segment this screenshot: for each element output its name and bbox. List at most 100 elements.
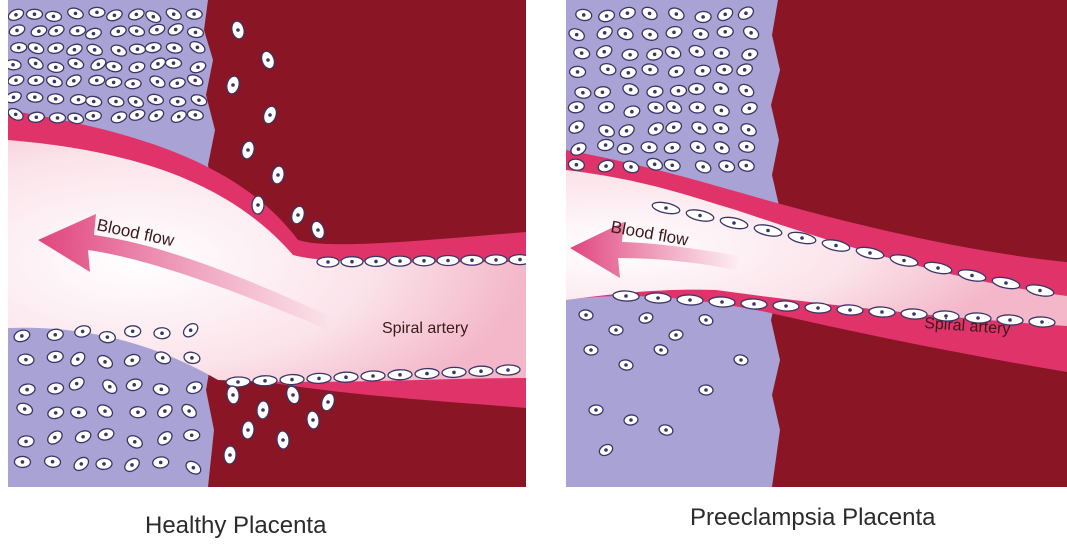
invading-trophoblast-cell-nucleus: [266, 58, 270, 62]
trophoblast-cell-nucleus: [675, 12, 679, 16]
trophoblast-cell-nucleus: [744, 89, 748, 93]
trophoblast-cell-nucleus: [699, 32, 703, 36]
trophoblast-cell-nucleus: [81, 435, 85, 439]
endothelial-cell-nucleus: [290, 378, 294, 382]
trophoblast-cell-nucleus: [136, 47, 140, 51]
trophoblast-cell-nucleus: [160, 331, 164, 335]
trophoblast-cell-nucleus: [648, 33, 652, 37]
trophoblast-cell-nucleus: [630, 110, 634, 114]
trophoblast-cell-nucleus: [187, 409, 191, 413]
trophoblast-cell-nucleus: [653, 53, 657, 57]
trophoblast-cell-nucleus: [104, 433, 108, 437]
trophoblast-cell-nucleus: [117, 49, 121, 53]
trophoblast-cell-nucleus: [172, 61, 176, 65]
trophoblast-cell-nucleus: [603, 31, 607, 35]
trophoblast-cell-nucleus: [25, 388, 29, 392]
endothelial-cell-nucleus: [732, 221, 736, 225]
trophoblast-cell-nucleus: [33, 95, 37, 99]
trophoblast-cell-nucleus: [163, 409, 167, 413]
trophoblast-cell-nucleus: [575, 105, 579, 109]
trophoblast-cell-nucleus: [52, 15, 56, 19]
trophoblast-cell-nucleus: [23, 407, 27, 411]
trophoblast-cell-nucleus: [747, 128, 751, 132]
trophoblast-cell-nucleus: [72, 79, 76, 83]
endothelial-cell-nucleus: [506, 368, 510, 372]
trophoblast-cell-nucleus: [172, 46, 176, 50]
trophoblast-cell-nucleus: [56, 116, 60, 120]
trophoblast-cell-nucleus: [81, 330, 85, 334]
trophoblast-cell-nucleus: [653, 162, 657, 166]
trophoblast-cell-nucleus: [604, 448, 608, 452]
trophoblast-cell-nucleus: [112, 81, 116, 85]
trophoblast-cell-nucleus: [53, 333, 57, 337]
trophoblast-cell-nucleus: [151, 46, 155, 50]
trophoblast-cell-nucleus: [723, 68, 727, 72]
trophoblast-cell-nucleus: [720, 146, 724, 150]
trophoblast-cell-nucleus: [672, 105, 676, 109]
invading-trophoblast-cell-nucleus: [291, 393, 295, 397]
endothelial-cell-nucleus: [494, 258, 498, 262]
trophoblast-cell-nucleus: [582, 13, 586, 17]
invading-trophoblast-cell-nucleus: [268, 113, 272, 117]
trophoblast-cell-nucleus: [670, 146, 674, 150]
trophoblast-cell-nucleus: [739, 358, 743, 362]
endothelial-cell-nucleus: [800, 236, 804, 240]
trophoblast-cell-nucleus: [154, 98, 158, 102]
endothelial-cell-nucleus: [720, 300, 724, 304]
trophoblast-cell-nucleus: [177, 115, 181, 119]
trophoblast-cell-nucleus: [695, 50, 699, 54]
endothelial-cell-nucleus: [326, 260, 330, 264]
invading-trophoblast-cell-nucleus: [231, 83, 235, 87]
trophoblast-cell-nucleus: [92, 100, 96, 104]
trophoblast-cell-nucleus: [605, 129, 609, 133]
trophoblast-cell-nucleus: [155, 28, 159, 32]
trophoblast-cell-nucleus: [95, 79, 99, 83]
trophoblast-cell-nucleus: [117, 30, 121, 34]
trophoblast-cell-nucleus: [53, 436, 57, 440]
trophoblast-cell-nucleus: [664, 428, 668, 432]
trophoblast-cell-nucleus: [677, 89, 681, 93]
healthy-placenta-diagram: Blood flow Spiral artery: [8, 0, 526, 487]
trophoblast-cell-nucleus: [156, 80, 160, 84]
trophoblast-cell-nucleus: [163, 437, 167, 441]
trophoblast-cell-nucleus: [672, 30, 676, 34]
trophoblast-cell-nucleus: [77, 411, 81, 415]
trophoblast-cell-nucleus: [106, 335, 110, 339]
invading-trophoblast-cell-nucleus: [261, 408, 265, 412]
trophoblast-cell-nucleus: [575, 163, 579, 167]
invading-trophoblast-cell-nucleus: [281, 438, 285, 442]
trophoblast-cell-nucleus: [176, 100, 180, 104]
endothelial-cell-nucleus: [398, 373, 402, 377]
trophoblast-cell-nucleus: [748, 107, 752, 111]
endothelial-cell-nucleus: [350, 260, 354, 264]
trophoblast-cell-nucleus: [743, 68, 747, 72]
invading-trophoblast-cell-nucleus: [228, 453, 232, 457]
trophoblast-cell-nucleus: [74, 62, 78, 66]
preeclampsia-placenta-caption: Preeclampsia Placenta: [690, 504, 935, 532]
trophoblast-cell-nucleus: [103, 360, 107, 364]
trophoblast-cell-nucleus: [576, 70, 580, 74]
trophoblast-cell-nucleus: [24, 358, 28, 362]
invading-trophoblast-cell-nucleus: [246, 428, 250, 432]
trophoblast-cell-nucleus: [53, 80, 57, 84]
trophoblast-cell-nucleus: [193, 386, 197, 390]
trophoblast-cell-nucleus: [695, 87, 699, 91]
trophoblast-cell-nucleus: [97, 63, 101, 67]
endothelial-cell-nucleus: [425, 372, 429, 376]
healthy-illustration: Blood flow Spiral artery: [8, 0, 526, 487]
trophoblast-cell-nucleus: [194, 31, 198, 35]
trophoblast-cell-nucleus: [647, 145, 651, 149]
endothelial-cell-nucleus: [344, 375, 348, 379]
trophoblast-cell-nucleus: [152, 15, 156, 19]
trophoblast-cell-nucleus: [176, 81, 180, 85]
trophoblast-cell-nucleus: [14, 13, 18, 17]
endothelial-cell-nucleus: [656, 296, 660, 300]
trophoblast-cell-nucleus: [79, 462, 83, 466]
trophoblast-cell-nucleus: [629, 418, 633, 422]
endothelial-cell-nucleus: [479, 369, 483, 373]
endothelial-cell-nucleus: [834, 244, 838, 248]
trophoblast-cell-nucleus: [192, 12, 196, 16]
endothelial-cell-nucleus: [1040, 320, 1044, 324]
endothelial-cell-nucleus: [236, 380, 240, 384]
trophoblast-cell-nucleus: [659, 348, 663, 352]
